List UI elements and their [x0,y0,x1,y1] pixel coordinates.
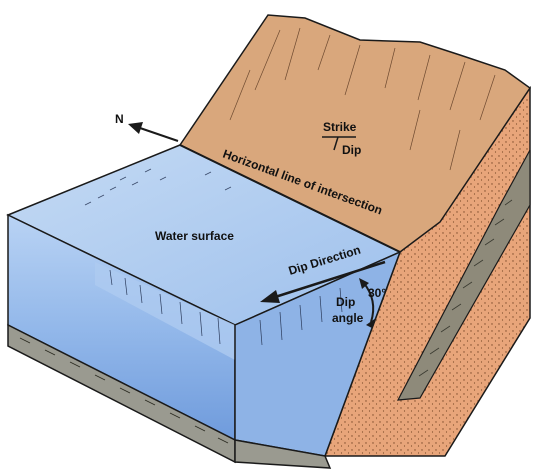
bottom-layer-side [234,439,332,469]
dip-angle-value-label: 30° [368,286,386,300]
water-side-hatching [259,287,343,346]
dip-direction-arrow [260,260,386,303]
strata-hatching [418,199,513,377]
dip-tick [333,136,339,151]
strike-label: Strike [323,120,357,134]
water-surface-label: Water surface [155,229,234,243]
submerged-slope [95,262,235,360]
dip-angle-label-line2: angle [332,311,364,325]
rock-plane-texture [229,27,496,171]
dip-label: Dip [342,143,361,157]
inclined-rock-plane [178,14,532,253]
dip-angle-label-line1: Dip [336,295,355,309]
submerged-hatching [109,269,221,345]
north-label: N [115,112,124,126]
bottom-layer-hatching [19,337,229,444]
intersection-line [179,144,401,253]
dipping-strata-band [396,149,531,401]
north-arrow [128,122,179,142]
water-ripples [84,168,232,206]
dip-angle-arc [359,278,376,328]
